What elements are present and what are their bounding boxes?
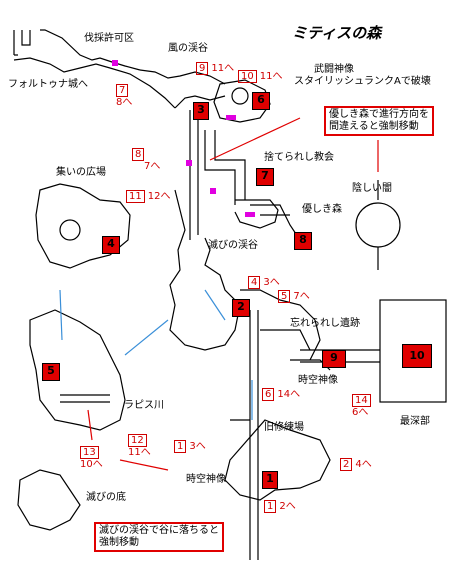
area-marker-2: 2 bbox=[232, 299, 250, 317]
label-dark-darkness: 陰しい闇 bbox=[352, 183, 392, 194]
ref-text: 11へ bbox=[211, 63, 235, 74]
ref-box: 5 bbox=[278, 290, 291, 303]
area-marker-6: 6 bbox=[252, 92, 270, 110]
ref-text: 11へ bbox=[128, 447, 151, 458]
label-abandoned-church: 捨てられし教会 bbox=[264, 152, 334, 163]
ref-text: 8へ bbox=[116, 97, 133, 108]
ref-text: 2へ bbox=[279, 501, 296, 512]
label-martial-statue: 武闘神像 bbox=[314, 64, 354, 75]
ref-box: 10 bbox=[238, 70, 257, 83]
ref-box: 1 bbox=[264, 500, 277, 513]
ref-box: 13 bbox=[80, 446, 99, 459]
label-deepest-area: 最深部 bbox=[400, 416, 430, 427]
ref-box: 8 bbox=[132, 148, 145, 161]
ref-box: 6 bbox=[262, 388, 275, 401]
ref-box: 11 bbox=[126, 190, 145, 203]
ruin-note: 滅びの渓谷で谷に落ちると 強制移動 bbox=[94, 522, 224, 552]
label-wind-gorge: 風の渓谷 bbox=[168, 43, 208, 54]
ref-text: 7へ bbox=[293, 291, 310, 302]
ref-box: 4 bbox=[248, 276, 261, 289]
ref-box: 9 bbox=[196, 62, 209, 75]
label-logging-zone: 伐採許可区 bbox=[84, 33, 134, 44]
area-marker-10: 10 bbox=[402, 344, 432, 368]
label-spacetime-statue-b: 時空神像 bbox=[186, 474, 226, 485]
label-ruin-bottom: 滅びの底 bbox=[86, 492, 126, 503]
ref-text: 3へ bbox=[263, 277, 280, 288]
area-marker-9: 9 bbox=[322, 350, 346, 368]
gentle-forest-note: 優しき森で進行方向を 間違えると強制移動 bbox=[324, 106, 434, 136]
ref-box: 7 bbox=[116, 84, 129, 97]
ref-text: 6へ bbox=[352, 407, 369, 418]
label-forgotten-ruins: 忘れられし遺跡 bbox=[290, 318, 360, 329]
ref-box: 12 bbox=[128, 434, 147, 447]
ref-box: 14 bbox=[352, 394, 371, 407]
ref-text: 12へ bbox=[147, 191, 171, 202]
label-fortuna-castle: フォルトゥナ城へ bbox=[8, 79, 88, 90]
label-old-training: 旧修練場 bbox=[264, 422, 304, 433]
ref-box: 2 bbox=[340, 458, 353, 471]
label-lapis-river: ラピス川 bbox=[124, 400, 164, 411]
ref-text: 14へ bbox=[277, 389, 301, 400]
area-marker-7: 7 bbox=[256, 168, 274, 186]
ref-box: 1 bbox=[174, 440, 187, 453]
label-stylish-rank: スタイリッシュランクAで破壊 bbox=[294, 76, 431, 87]
label-spacetime-statue-a: 時空神像 bbox=[298, 375, 338, 386]
label-gathering-square: 集いの広場 bbox=[56, 167, 106, 178]
ref-text: 7へ bbox=[144, 161, 161, 172]
area-marker-8: 8 bbox=[294, 232, 312, 250]
map-title: ミティスの森 bbox=[292, 24, 382, 42]
ref-text: 10へ bbox=[80, 459, 103, 470]
ref-text: 3へ bbox=[189, 441, 206, 452]
ref-text: 11へ bbox=[259, 71, 283, 82]
area-marker-5: 5 bbox=[42, 363, 60, 381]
area-marker-1: 1 bbox=[262, 471, 278, 489]
ref-text: 4へ bbox=[355, 459, 372, 470]
area-marker-3: 3 bbox=[193, 102, 209, 120]
label-ruin-gorge: 滅びの渓谷 bbox=[208, 240, 258, 251]
label-gentle-forest: 優しき森 bbox=[302, 204, 342, 215]
area-marker-4: 4 bbox=[102, 236, 120, 254]
